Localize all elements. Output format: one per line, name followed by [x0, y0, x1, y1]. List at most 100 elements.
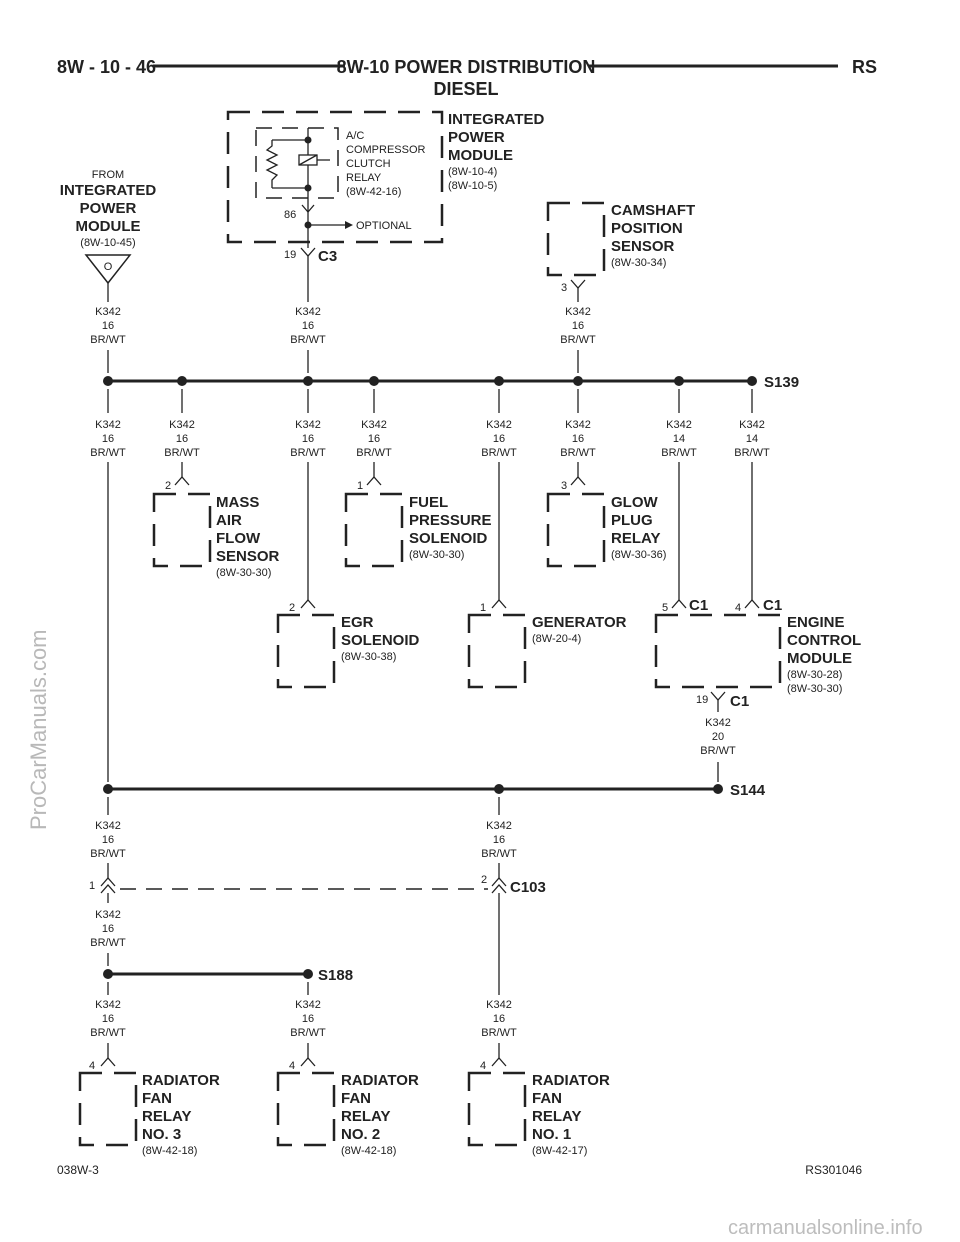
svg-text:16: 16 — [572, 320, 584, 332]
connector-triangle-icon — [84, 254, 132, 285]
figure-code: 038W-3 — [57, 1163, 99, 1177]
svg-text:BR/WT: BR/WT — [90, 447, 126, 459]
svg-text:OPTIONAL: OPTIONAL — [356, 220, 412, 232]
wire-labels-upper: K342 16 BR/WT K342 16 BR/WT K342 16 BR/W… — [90, 306, 596, 373]
svg-text:(8W-42-18): (8W-42-18) — [341, 1145, 396, 1157]
svg-text:19: 19 — [284, 249, 296, 261]
svg-text:K342: K342 — [486, 419, 512, 431]
svg-text:RELAY: RELAY — [142, 1108, 191, 1125]
svg-text:(8W-30-30): (8W-30-30) — [216, 567, 271, 579]
wire-labels-c103-left: K342 16 BR/WT — [90, 909, 126, 966]
glow-plug-relay: 3 GLOW PLUG RELAY (8W-30-36) — [546, 462, 666, 568]
svg-text:K342: K342 — [295, 999, 321, 1011]
svg-text:K342: K342 — [705, 717, 731, 729]
svg-text:BR/WT: BR/WT — [90, 1027, 126, 1039]
connector-icon — [491, 877, 507, 887]
svg-text:16: 16 — [493, 834, 505, 846]
svg-text:16: 16 — [493, 1013, 505, 1025]
page-number: 8W - 10 - 46 — [57, 57, 156, 77]
svg-text:C103: C103 — [510, 879, 546, 896]
svg-text:POSITION: POSITION — [611, 220, 683, 237]
svg-text:K342: K342 — [95, 999, 121, 1011]
fuel-pressure-solenoid: 1 FUEL PRESSURE SOLENOID (8W-30-30) — [344, 462, 492, 568]
svg-text:5: 5 — [662, 602, 668, 614]
svg-text:NO. 3: NO. 3 — [142, 1126, 181, 1143]
svg-text:PRESSURE: PRESSURE — [409, 512, 492, 529]
svg-text:16: 16 — [102, 834, 114, 846]
svg-text:FROM: FROM — [92, 169, 124, 181]
svg-text:(8W-30-30): (8W-30-30) — [787, 683, 842, 695]
svg-text:AIR: AIR — [216, 512, 242, 529]
svg-text:(8W-10-4): (8W-10-4) — [448, 166, 497, 178]
svg-text:(8W-42-18): (8W-42-18) — [142, 1145, 197, 1157]
svg-text:19: 19 — [696, 694, 708, 706]
page-footer: 038W-3 RS301046 — [57, 1163, 862, 1177]
svg-text:A/C: A/C — [346, 130, 364, 142]
engine-control-module: 5 C1 4 C1 ENGINE CONTROL MODULE (8W-30-2… — [654, 462, 861, 782]
svg-text:4: 4 — [289, 1060, 295, 1072]
svg-text:BR/WT: BR/WT — [481, 1027, 517, 1039]
svg-text:O: O — [104, 261, 113, 273]
svg-text:BR/WT: BR/WT — [290, 334, 326, 346]
connector-icon — [300, 1057, 316, 1067]
svg-text:16: 16 — [302, 320, 314, 332]
svg-text:GENERATOR: GENERATOR — [532, 614, 627, 631]
svg-text:MODULE: MODULE — [76, 218, 141, 235]
svg-text:BR/WT: BR/WT — [290, 1027, 326, 1039]
svg-text:S139: S139 — [764, 374, 799, 391]
svg-text:CAMSHAFT: CAMSHAFT — [611, 202, 695, 219]
svg-text:SENSOR: SENSOR — [611, 238, 675, 255]
svg-text:BR/WT: BR/WT — [164, 447, 200, 459]
svg-text:K342: K342 — [295, 306, 321, 318]
svg-text:EGR: EGR — [341, 614, 374, 631]
svg-text:16: 16 — [302, 1013, 314, 1025]
svg-text:3: 3 — [561, 480, 567, 492]
radiator-fan-relay-2: 4 RADIATOR FAN RELAY NO. 2 (8W-42-18) — [276, 1057, 419, 1157]
svg-text:BR/WT: BR/WT — [290, 447, 326, 459]
svg-text:16: 16 — [102, 923, 114, 935]
connector-icon — [491, 1057, 507, 1067]
svg-text:16: 16 — [102, 1013, 114, 1025]
svg-text:BR/WT: BR/WT — [734, 447, 770, 459]
integrated-power-module: 86 OPTIONAL A/C COMPRESSOR CLUTCH RELAY … — [226, 110, 545, 302]
from-ipm-label: FROM INTEGRATED POWER MODULE (8W-10-45) … — [60, 169, 156, 302]
svg-text:K342: K342 — [169, 419, 195, 431]
svg-text:ENGINE: ENGINE — [787, 614, 845, 631]
svg-text:RADIATOR: RADIATOR — [142, 1072, 220, 1089]
svg-text:RADIATOR: RADIATOR — [341, 1072, 419, 1089]
svg-text:(8W-30-30): (8W-30-30) — [409, 549, 464, 561]
svg-text:16: 16 — [572, 433, 584, 445]
svg-text:S188: S188 — [318, 967, 353, 984]
connector-c3-icon — [300, 247, 316, 257]
connector-icon — [671, 599, 687, 609]
svg-text:K342: K342 — [486, 999, 512, 1011]
svg-text:20: 20 — [712, 731, 724, 743]
svg-text:BR/WT: BR/WT — [356, 447, 392, 459]
page-header: 8W - 10 - 46 8W-10 POWER DISTRIBUTION RS… — [57, 57, 877, 99]
connector-icon — [100, 877, 116, 887]
svg-text:3: 3 — [561, 282, 567, 294]
svg-text:BR/WT: BR/WT — [90, 334, 126, 346]
svg-text:2: 2 — [165, 480, 171, 492]
svg-text:RELAY: RELAY — [346, 172, 382, 184]
svg-text:(8W-30-34): (8W-30-34) — [611, 257, 666, 269]
bottom-watermark: carmanualsonline.info — [728, 1217, 923, 1239]
svg-text:POWER: POWER — [80, 200, 137, 217]
connector-icon — [570, 476, 586, 486]
svg-text:K342: K342 — [295, 419, 321, 431]
svg-text:(8W-20-4): (8W-20-4) — [532, 633, 581, 645]
svg-text:CLUTCH: CLUTCH — [346, 158, 391, 170]
svg-text:4: 4 — [89, 1060, 95, 1072]
svg-text:SOLENOID: SOLENOID — [409, 530, 488, 547]
svg-text:RELAY: RELAY — [341, 1108, 390, 1125]
svg-text:16: 16 — [102, 433, 114, 445]
section-code: RS — [852, 57, 877, 77]
svg-text:2: 2 — [481, 874, 487, 886]
page-subtitle: DIESEL — [433, 79, 498, 99]
svg-text:16: 16 — [302, 433, 314, 445]
svg-text:FUEL: FUEL — [409, 494, 448, 511]
connector-icon — [100, 884, 116, 894]
svg-text:BR/WT: BR/WT — [90, 937, 126, 949]
camshaft-position-sensor: CAMSHAFT POSITION SENSOR (8W-30-34) 3 — [546, 201, 695, 302]
svg-text:COMPRESSOR: COMPRESSOR — [346, 144, 426, 156]
